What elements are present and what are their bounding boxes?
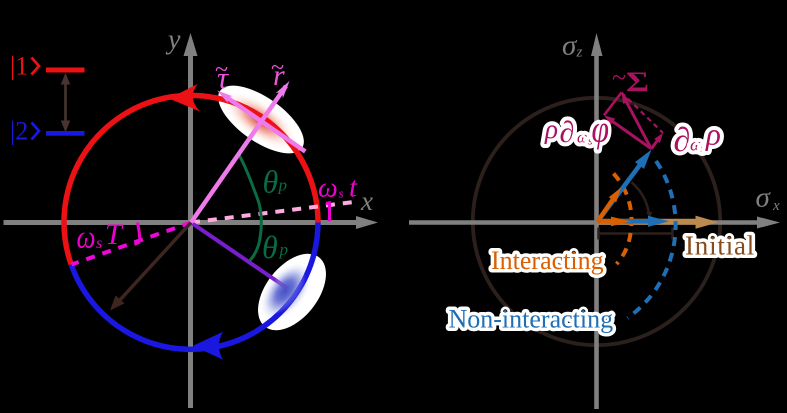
svg-text:~: ~ [215,57,228,83]
svg-text:Initial: Initial [685,231,755,261]
svg-text:φ: φ [592,109,610,151]
svg-text:|1: |1 [10,52,28,81]
svg-text:Interacting: Interacting [491,246,604,275]
svg-text:σ: σ [562,30,578,62]
svg-text:s: s [96,235,102,252]
svg-text:s: s [339,186,344,201]
svg-text:p: p [279,240,289,259]
svg-text:~: ~ [612,63,626,92]
svg-text:∂: ∂ [674,122,691,159]
svg-text:θ: θ [263,163,279,199]
svg-text:ω: ω [577,130,588,147]
svg-text:T: T [105,218,124,251]
svg-text:z: z [576,45,583,61]
svg-text:ω: ω [318,173,338,204]
svg-text:∂: ∂ [560,116,575,149]
svg-text:p: p [278,176,288,195]
svg-text:ρ: ρ [544,114,558,144]
svg-text:x: x [360,186,373,216]
svg-text:Non-interacting: Non-interacting [449,305,614,334]
svg-text:|2: |2 [10,117,28,146]
svg-text:r: r [273,59,285,92]
svg-text:σ: σ [756,182,772,214]
svg-text:ρ: ρ [705,117,721,152]
svg-text:ω: ω [77,220,96,256]
svg-text:y: y [165,25,181,56]
svg-text:θ: θ [262,229,278,265]
svg-text:ω: ω [690,135,703,155]
svg-text:Σ: Σ [626,68,649,99]
svg-text:~: ~ [271,55,284,81]
svg-text:x: x [772,198,780,214]
svg-text:τ: τ [217,60,230,95]
svg-text:t: t [349,172,358,204]
svg-text:s: s [701,140,706,155]
